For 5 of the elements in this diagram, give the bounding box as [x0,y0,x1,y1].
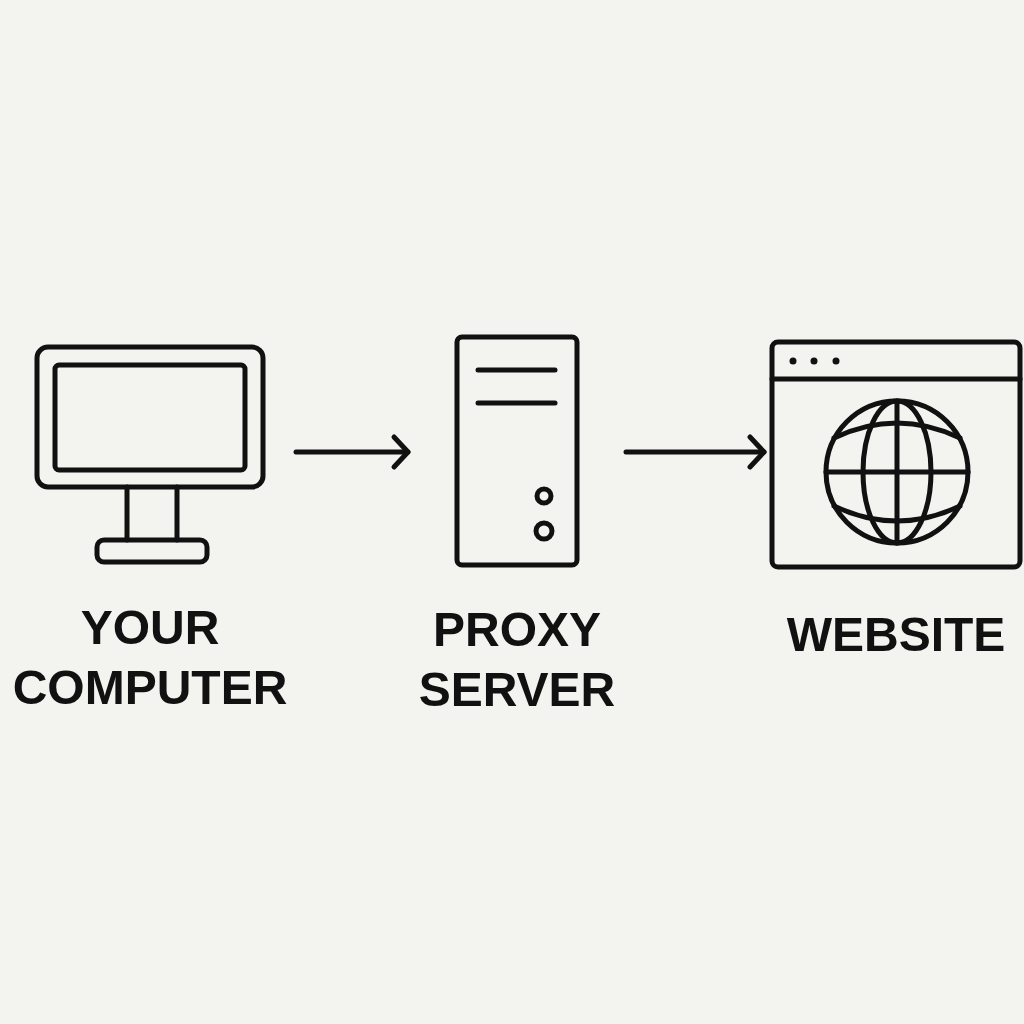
node-label: PROXY SERVER [417,602,617,718]
arrow [623,434,767,470]
node-label: WEBSITE [785,607,1007,663]
node-label: YOUR COMPUTER [11,600,289,716]
arrow [293,434,411,470]
